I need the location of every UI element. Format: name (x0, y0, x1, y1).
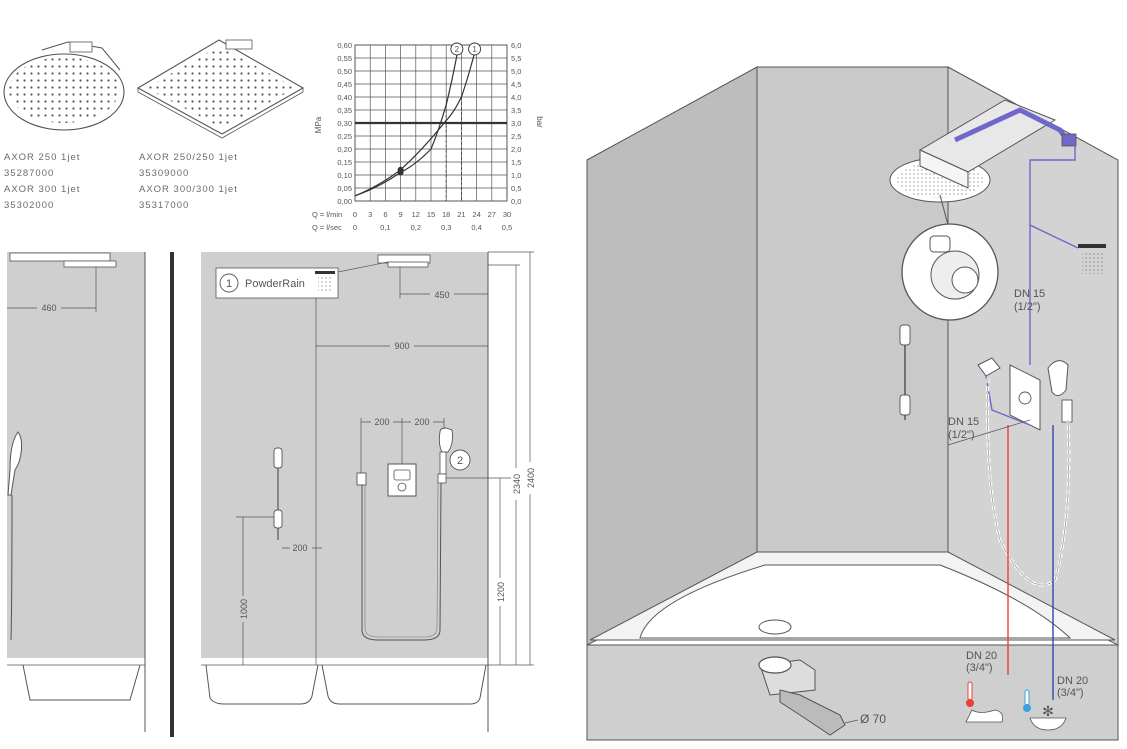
callout-1-text: PowderRain (245, 278, 305, 290)
left-tick-label: 0,60 (337, 41, 352, 50)
right-tick-label: 3,5 (511, 106, 521, 115)
chart-tick-labels: 0,600,550,500,450,400,350,300,250,200,15… (337, 41, 521, 232)
series-curve-2 (354, 44, 460, 197)
series-label: 2 (455, 45, 460, 54)
left-tick-label: 0,00 (337, 197, 352, 206)
right-axis-unit: bar (535, 116, 544, 128)
svg-text:✻: ✻ (1042, 703, 1054, 719)
product-name: AXOR 250/250 1jet (139, 152, 238, 163)
cold-water-icon: ✻ (1023, 689, 1067, 731)
dim-2400: 2400 (526, 468, 536, 488)
flow-rate-chart: 0,600,550,500,450,400,350,300,250,200,15… (312, 41, 544, 232)
x1-tick-label: 18 (442, 210, 450, 219)
product-label-1: AXOR 250 1jet 35287000 AXOR 300 1jet 353… (4, 150, 80, 214)
left-tick-label: 0,55 (337, 54, 352, 63)
right-tick-label: 6,0 (511, 41, 521, 50)
left-tick-label: 0,40 (337, 93, 352, 102)
x1-tick-label: 3 (368, 210, 372, 219)
product-code: 35287000 (4, 168, 55, 179)
x1-tick-label: 0 (353, 210, 357, 219)
front-elevation: 450 1 PowderRain 900 200 200 2 (201, 251, 537, 732)
x1-tick-label: 30 (503, 210, 511, 219)
right-tick-label: 0,0 (511, 197, 521, 206)
right-tick-label: 0,5 (511, 184, 521, 193)
series-point (397, 169, 404, 176)
left-tick-label: 0,35 (337, 106, 352, 115)
hot-supply-label: DN 20(3/4") (966, 650, 997, 674)
square-shower-head-illustration (136, 39, 305, 139)
product-name: AXOR 300/300 1jet (139, 184, 238, 195)
hot-water-icon (965, 681, 1004, 723)
right-tick-label: 4,5 (511, 80, 521, 89)
series-badge (450, 42, 464, 56)
left-tick-label: 0,20 (337, 145, 352, 154)
x2-tick-label: 0 (353, 223, 357, 232)
left-tick-label: 0,05 (337, 184, 352, 193)
pipe-label-mid: DN 15(1/2") (948, 416, 979, 441)
product-code: 35317000 (139, 200, 190, 211)
x2-tick-label: 0,2 (411, 223, 421, 232)
drain-diameter: Ø 70 (860, 712, 886, 726)
isometric-installation-view: Ø 70 DN 15(1/2") DN 15(1/2") DN 20(3/4")… (586, 66, 1119, 741)
x1-tick-label: 15 (427, 210, 435, 219)
product-label-2: AXOR 250/250 1jet 35309000 AXOR 300/300 … (139, 150, 238, 214)
x2-axis-label: Q = l/sec (312, 223, 342, 232)
left-tick-label: 0,10 (337, 171, 352, 180)
dim-2340: 2340 (512, 474, 522, 494)
x2-tick-label: 0,5 (502, 223, 512, 232)
series-label: 1 (472, 45, 477, 54)
side-elevation: 460 (7, 252, 146, 732)
x1-axis-label: Q = l/min (312, 210, 342, 219)
dim-200-a: 200 (374, 417, 389, 427)
x2-tick-label: 0,3 (441, 223, 451, 232)
callout-2-number: 2 (457, 455, 463, 467)
x2-tick-label: 0,1 (380, 223, 390, 232)
dim-1000: 1000 (239, 599, 249, 619)
chart-grid (354, 44, 508, 202)
cold-supply-label: DN 20(3/4") (1057, 675, 1088, 699)
right-tick-label: 1,5 (511, 158, 521, 167)
pipe-label-top: DN 15(1/2") (1014, 288, 1045, 313)
left-axis-unit: MPa (314, 116, 323, 133)
round-shower-head-illustration (3, 41, 125, 131)
chart-series: 12 (354, 42, 482, 201)
left-tick-label: 0,15 (337, 158, 352, 167)
product-code: 35309000 (139, 168, 190, 179)
x1-tick-label: 24 (472, 210, 480, 219)
right-tick-label: 2,0 (511, 145, 521, 154)
product-name: AXOR 250 1jet (4, 152, 81, 163)
left-tick-label: 0,25 (337, 132, 352, 141)
drain-fitting (758, 656, 859, 736)
right-tick-label: 2,5 (511, 132, 521, 141)
x1-tick-label: 6 (383, 210, 387, 219)
product-name: AXOR 300 1jet (4, 184, 81, 195)
x1-tick-label: 21 (457, 210, 465, 219)
dim-450: 450 (434, 290, 449, 300)
dim-460: 460 (41, 303, 56, 313)
right-tick-label: 5,0 (511, 67, 521, 76)
right-tick-label: 1,0 (511, 171, 521, 180)
right-tick-label: 3,0 (511, 119, 521, 128)
x1-tick-label: 9 (399, 210, 403, 219)
series-badge (468, 42, 482, 56)
right-tick-label: 4,0 (511, 93, 521, 102)
callout-1-number: 1 (226, 278, 232, 290)
section-divider (170, 252, 174, 737)
dim-200-c: 200 (292, 543, 307, 553)
dim-900: 900 (394, 341, 409, 351)
overhead-shower-body (889, 99, 1077, 203)
left-tick-label: 0,45 (337, 80, 352, 89)
x2-tick-label: 0,4 (471, 223, 481, 232)
right-tick-label: 5,5 (511, 54, 521, 63)
left-tick-label: 0,50 (337, 67, 352, 76)
product-code: 35302000 (4, 200, 55, 211)
x1-tick-label: 27 (488, 210, 496, 219)
dim-1200: 1200 (496, 582, 506, 602)
dim-200-b: 200 (414, 417, 429, 427)
x1-tick-label: 12 (412, 210, 420, 219)
left-tick-label: 0,30 (337, 119, 352, 128)
